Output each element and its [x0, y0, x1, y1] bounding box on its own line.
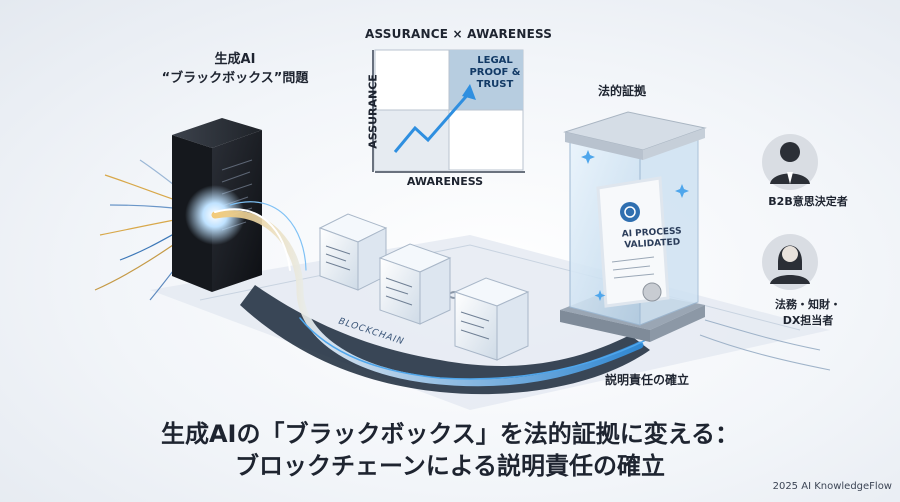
block-1 — [318, 213, 388, 291]
blackbox-title-line1: 生成AI — [214, 52, 256, 67]
persona-legal-dx-icon — [762, 234, 818, 290]
validated-certificate — [596, 176, 670, 308]
assurance-awareness-matrix — [372, 49, 525, 173]
wax-seal — [642, 282, 662, 302]
sparkles — [581, 150, 689, 301]
matrix-y-axis-label: ASSURANCE — [366, 74, 380, 149]
footer-credit: 2025 AI KnowledgeFlow — [772, 481, 892, 492]
persona-decision-maker-icon — [762, 134, 818, 190]
matrix-x-axis-label: AWARENESS — [406, 175, 484, 188]
legal-evidence-title: 法的証拠 — [598, 84, 647, 98]
persona-legal-dx-line2: DX担当者 — [782, 314, 834, 327]
block-3 — [453, 277, 530, 361]
headline: 生成AIの「ブラックボックス」を法的証拠に変える： ブロックチェーンによる説明責… — [0, 418, 900, 482]
quadrant-line1: LEGAL — [477, 55, 513, 66]
quadrant-line3: TRUST — [476, 79, 514, 90]
light-stream — [211, 201, 651, 387]
persona-decision-maker-label: B2B意思決定者 — [768, 195, 848, 208]
block-2 — [378, 243, 452, 325]
quadrant-line2: PROOF & — [469, 67, 521, 78]
headline-line1: 生成AIの「ブラックボックス」を法的証拠に変える： — [160, 420, 740, 448]
blackbox-title-line2: “ブラックボックス”問題 — [161, 71, 309, 86]
growth-arrow — [393, 91, 472, 153]
matrix-title: ASSURANCE × AWARENESS — [365, 27, 553, 41]
certificate-text: AI PROCESS VALIDATED — [611, 226, 692, 252]
blockchain-track — [240, 285, 650, 395]
persona-connector-lines — [699, 319, 831, 371]
accountability-label: 説明責任の確立 — [605, 373, 690, 387]
persona-legal-dx-label: 法務・知財・ DX担当者 — [738, 297, 878, 329]
blackbox-problem-title: 生成AI “ブラックボックス”問題 — [150, 50, 320, 88]
headline-line2: ブロックチェーンによる説明責任の確立 — [234, 452, 666, 480]
persona-legal-dx-line1: 法務・知財・ — [775, 298, 841, 311]
matrix-quadrant-label: LEGAL PROOF & TRUST — [455, 55, 535, 91]
